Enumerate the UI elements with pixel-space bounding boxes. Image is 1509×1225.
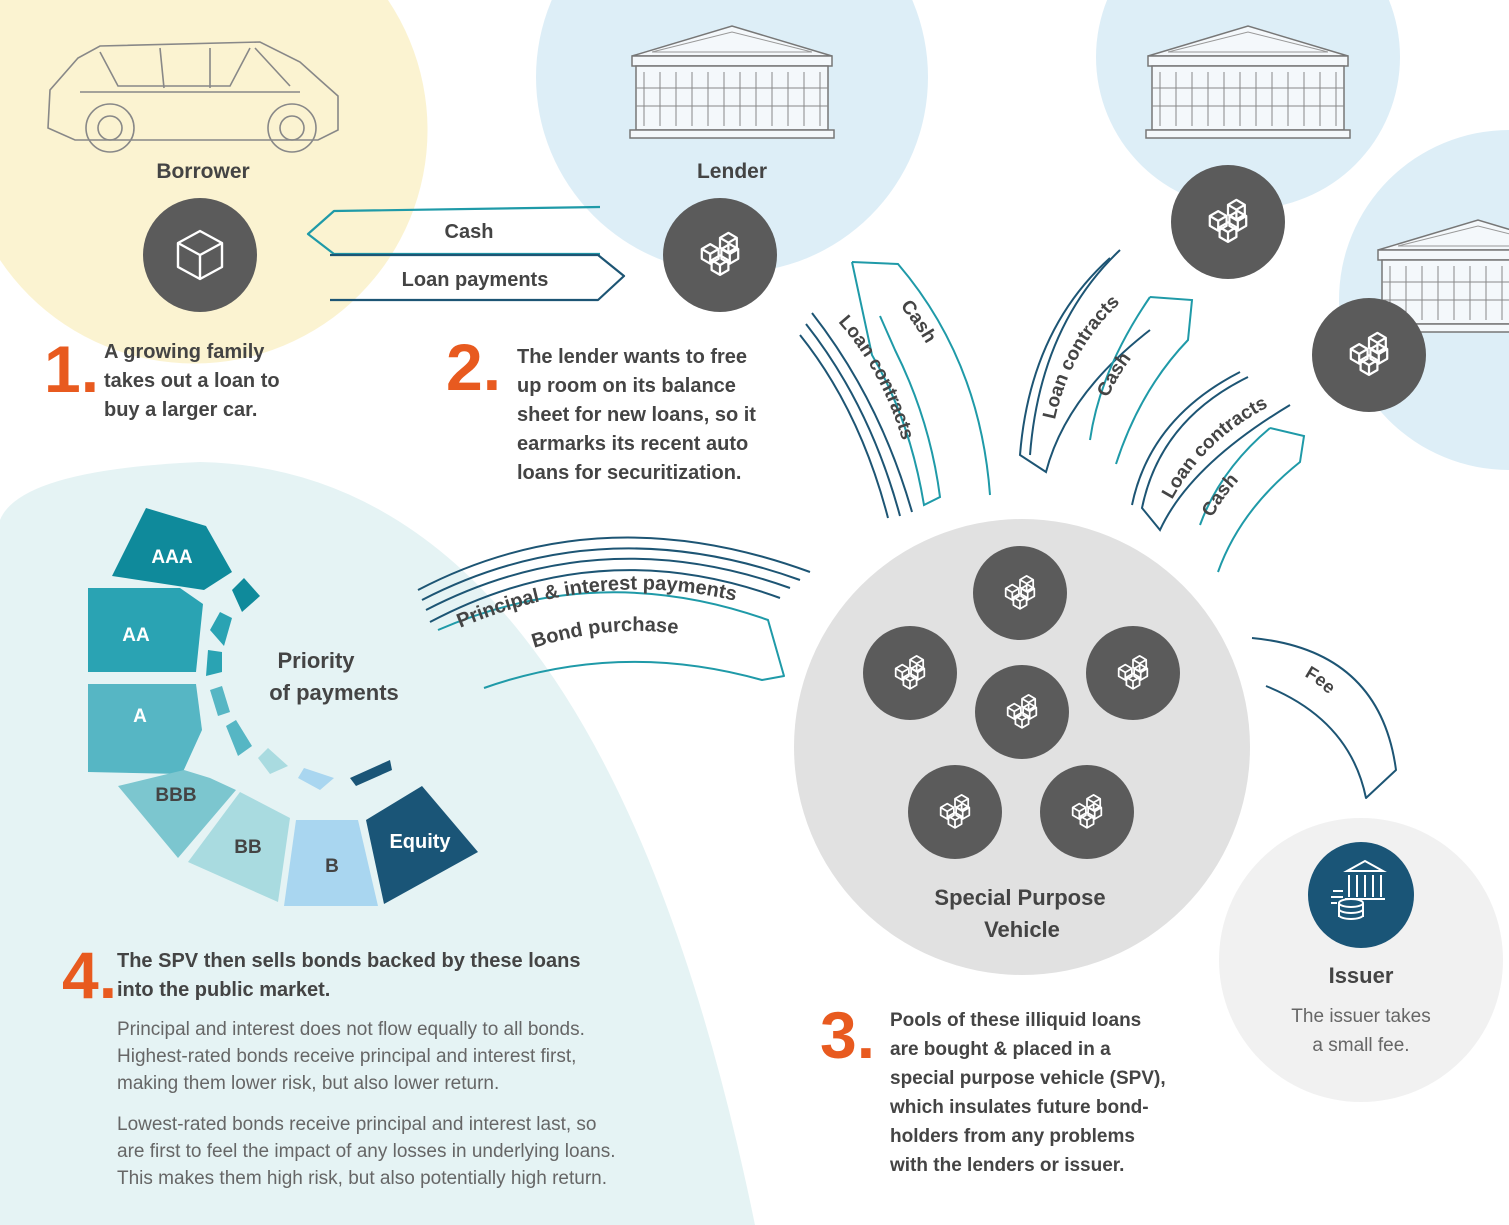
- step-1-line: takes out a loan to: [104, 370, 280, 392]
- svg-text:Loan contracts: Loan contracts: [834, 312, 917, 443]
- priority-title-line2: of payments: [269, 680, 399, 705]
- cube-icon: [176, 229, 224, 281]
- step-4-paragraph-1-line: Principal and interest does not flow equ…: [117, 1019, 585, 1040]
- step-2-line: The lender wants to free: [517, 346, 747, 368]
- cash-label-2: Cash: [1093, 349, 1135, 400]
- step-4-paragraph-2-line: are first to feel the impact of any loss…: [117, 1141, 615, 1162]
- svg-text:Bond purchase: Bond purchase: [529, 614, 680, 653]
- borrower-label: Borrower: [156, 160, 249, 183]
- loan-contracts-label-2: Loan contracts: [1039, 291, 1123, 421]
- tranche-ring: [88, 508, 478, 906]
- fee-arrow: [1251, 637, 1397, 799]
- step-3-line: with the lenders or issuer.: [889, 1155, 1124, 1176]
- lender-label: Lender: [697, 160, 767, 183]
- cash-label: Cash: [445, 221, 494, 243]
- bank-coins-icon: [1331, 859, 1387, 920]
- step-4-line: The SPV then sells bonds backed by these…: [117, 950, 580, 972]
- step-2-line: loans for securitization.: [517, 462, 741, 484]
- issuer-note-line2: a small fee.: [1312, 1035, 1409, 1056]
- step-4-paragraph-1-line: Highest-rated bonds receive principal an…: [117, 1046, 576, 1067]
- lender1-loan-contracts-arrow: [799, 312, 913, 519]
- svg-text:Loan contracts: Loan contracts: [1039, 291, 1123, 421]
- step-3-line: which insulates future bond-: [889, 1097, 1149, 1118]
- step-4-paragraph-2-line: This makes them high risk, but also pote…: [117, 1168, 607, 1189]
- tranche-segment-bbb: [118, 770, 236, 858]
- tranche-label-b: B: [325, 856, 339, 877]
- priority-arrow: [206, 578, 392, 790]
- svg-text:Fee: Fee: [1302, 662, 1340, 697]
- step-3-line: are bought & placed in a: [890, 1039, 1111, 1060]
- car-icon: [47, 41, 339, 153]
- tranche-segment-a: [88, 684, 202, 774]
- lender1-cash-arrow: [851, 261, 991, 507]
- tranche-segment-equity: [366, 786, 478, 904]
- step-4-line: into the public market.: [117, 979, 330, 1001]
- step-3-line: Pools of these illiquid loans: [890, 1010, 1141, 1031]
- fee-label: Fee: [1302, 662, 1340, 697]
- bond-purchase-arrow: [437, 591, 785, 689]
- spv-label-line2: Vehicle: [984, 917, 1060, 942]
- issuer-note-line1: The issuer takes: [1291, 1006, 1430, 1027]
- step-3-number: 3.: [820, 998, 875, 1072]
- cash-label-1: Cash: [896, 296, 940, 347]
- step-4-number: 4.: [62, 938, 117, 1012]
- tranche-label-bbb: BBB: [155, 785, 196, 806]
- step-1-line: buy a larger car.: [104, 399, 257, 421]
- svg-text:Cash: Cash: [896, 296, 940, 347]
- tranche-label-bb: BB: [234, 837, 261, 858]
- lender3-loan-contracts-arrow: [1131, 371, 1291, 532]
- issuer-node: [1308, 842, 1414, 948]
- tranche-segment-b: [284, 820, 378, 906]
- lender2-cash-arrow: [1089, 296, 1194, 465]
- tranche-segment-aa: [88, 588, 203, 672]
- step-4-paragraph-2-line: Lowest-rated bonds receive principal and…: [117, 1114, 596, 1135]
- bond-purchase-label: Bond purchase: [529, 614, 680, 653]
- step-2-line: earmarks its recent auto: [517, 433, 748, 455]
- loan-contracts-label-1: Loan contracts: [834, 312, 917, 443]
- borrower-region: [0, 0, 428, 364]
- step-3-line: special purpose vehicle (SPV),: [890, 1068, 1166, 1089]
- tranche-label-a: A: [133, 706, 147, 727]
- step-1-line: A growing family: [104, 341, 265, 363]
- lender3-cash-arrow: [1199, 427, 1306, 573]
- step-3-line: holders from any problems: [890, 1126, 1135, 1147]
- cash-label-3: Cash: [1198, 470, 1243, 521]
- step-2-line: sheet for new loans, so it: [517, 404, 756, 426]
- issuer-region: [1219, 818, 1503, 1102]
- issuer-label: Issuer: [1329, 963, 1394, 988]
- priority-title-line1: Priority: [277, 648, 355, 673]
- tranche-label-equity: Equity: [389, 831, 451, 853]
- principal-interest-arrow: [417, 536, 811, 623]
- step-4-paragraph-1-line: making them lower risk, but also lower r…: [117, 1073, 499, 1094]
- svg-text:Cash: Cash: [1093, 349, 1135, 400]
- step-1-number: 1.: [44, 332, 99, 406]
- tranche-label-aaa: AAA: [151, 547, 192, 568]
- step-2-line: up room on its balance: [517, 375, 736, 397]
- step-2-number: 2.: [446, 330, 501, 404]
- loan-payments-label: Loan payments: [402, 269, 549, 291]
- svg-text:Cash: Cash: [1198, 470, 1243, 521]
- tranche-segment-bb: [188, 792, 290, 902]
- tranche-segment-aaa: [112, 508, 232, 590]
- spv-label-line1: Special Purpose: [934, 885, 1105, 910]
- lender2-loan-contracts-arrow: [1018, 249, 1151, 474]
- tranche-label-aa: AA: [122, 625, 150, 646]
- loan-payments-flow-arrow: [330, 253, 626, 302]
